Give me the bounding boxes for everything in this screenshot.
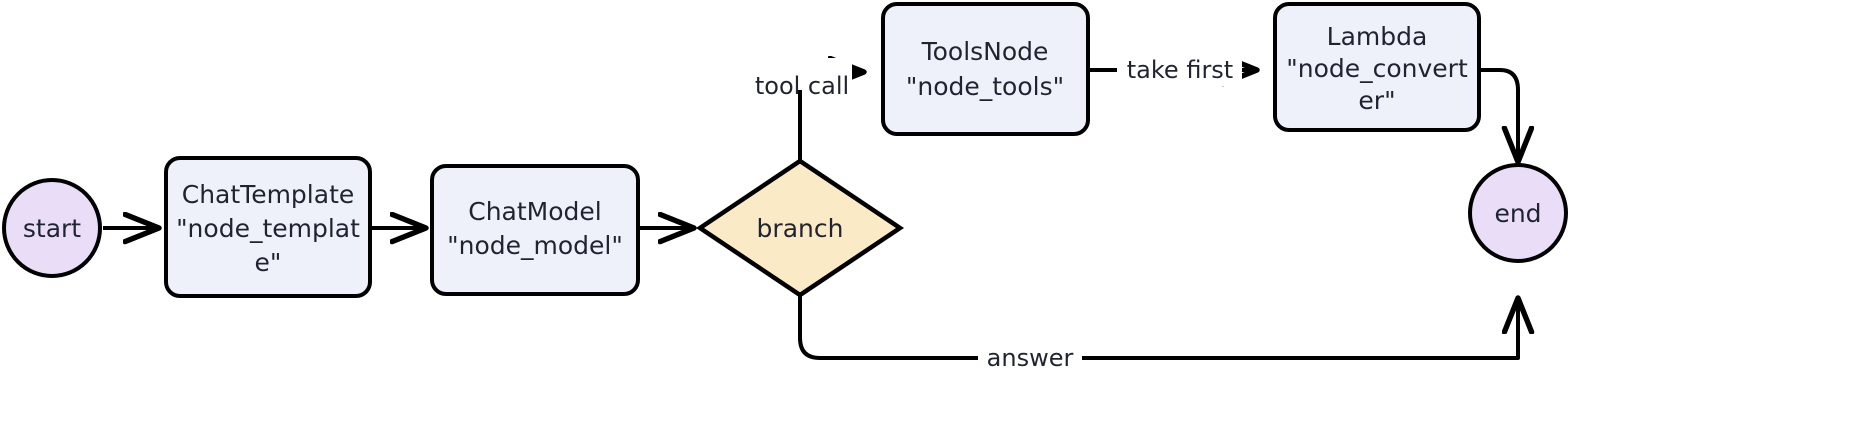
- node-node-model-shape[interactable]: [430, 164, 640, 296]
- node-branch[interactable]: branch: [695, 158, 905, 298]
- edge-label-background-answer: [978, 342, 1082, 374]
- node-node-model-label-line-1: ChatModel: [468, 197, 601, 226]
- node-end[interactable]: end: [1468, 163, 1568, 263]
- node-branch-shape[interactable]: [695, 158, 905, 298]
- node-node-tools[interactable]: ToolsNode "node_tools": [881, 2, 1090, 136]
- node-node-tools-label-line-1: ToolsNode: [921, 37, 1049, 66]
- edge-label-tool-call: tool call: [755, 72, 849, 100]
- node-start[interactable]: start: [2, 178, 102, 278]
- node-node-tools-label-line-2: "node_tools": [906, 72, 1064, 101]
- node-node-template-label-line-2: "node_templat: [176, 214, 360, 243]
- edge-label-background-take-first: [1117, 54, 1242, 86]
- node-node-converter[interactable]: Lambda "node_convert er": [1273, 2, 1481, 132]
- node-branch-label: branch: [757, 214, 844, 243]
- edge-node-tools-to-node-converter: take first: [1090, 54, 1255, 86]
- node-node-converter-shape[interactable]: [1273, 2, 1481, 132]
- node-start-shape[interactable]: [2, 178, 102, 278]
- node-end-shape[interactable]: [1468, 163, 1568, 263]
- node-node-template-label-line-1: ChatTemplate: [182, 180, 355, 209]
- edge-node-converter-to-end: [1481, 68, 1518, 160]
- node-node-model-label-line-2: "node_model": [447, 231, 623, 260]
- node-end-label: end: [1494, 199, 1541, 228]
- edge-branch-to-end-answer: answer: [798, 296, 1518, 374]
- node-node-template-label-line-3: e": [255, 248, 282, 277]
- node-node-model[interactable]: ChatModel "node_model": [430, 164, 640, 296]
- node-node-converter-label-line-3: er": [1358, 86, 1395, 115]
- edge-label-answer: answer: [987, 344, 1074, 372]
- node-node-template-shape[interactable]: [164, 156, 372, 298]
- node-start-label: start: [23, 214, 81, 243]
- edge-label-background-tool-call: [752, 58, 852, 90]
- node-node-converter-label-line-1: Lambda: [1327, 22, 1428, 51]
- node-node-template[interactable]: ChatTemplate "node_templat e": [164, 156, 372, 298]
- edge-branch-to-node-tools: tool call: [752, 58, 862, 160]
- node-node-tools-shape[interactable]: [881, 2, 1090, 136]
- node-node-converter-label-line-2: "node_convert: [1286, 54, 1468, 83]
- edge-label-take-first: take first: [1127, 56, 1233, 84]
